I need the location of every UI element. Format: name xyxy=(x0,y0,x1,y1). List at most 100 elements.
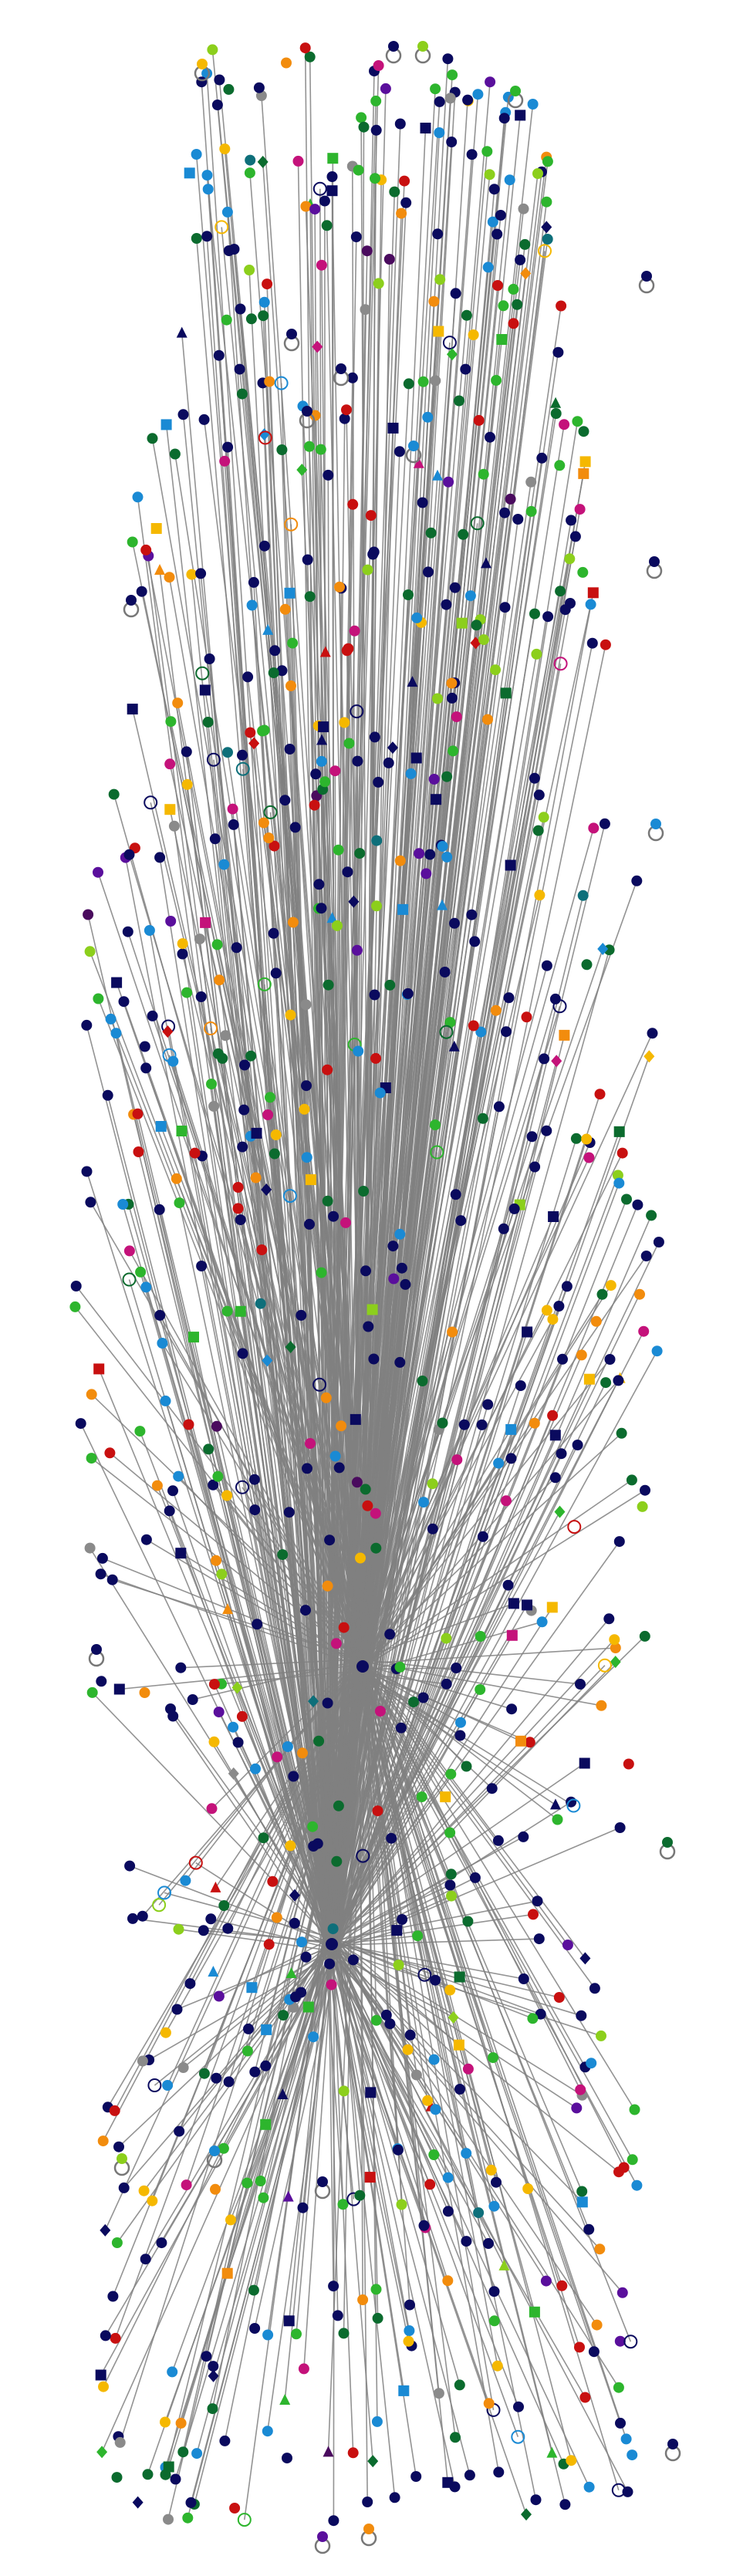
graph-node-circle[interactable] xyxy=(332,2310,343,2321)
graph-node-circle[interactable] xyxy=(641,271,652,282)
graph-node-circle[interactable] xyxy=(354,2189,366,2201)
graph-node-circle[interactable] xyxy=(222,441,234,453)
graph-node-circle[interactable] xyxy=(206,1079,217,1090)
graph-node-ring[interactable] xyxy=(566,1798,581,1813)
graph-node-circle[interactable] xyxy=(498,300,509,312)
graph-node-diamond[interactable] xyxy=(597,942,609,955)
graph-node-circle[interactable] xyxy=(532,168,543,179)
graph-node-circle[interactable] xyxy=(395,1722,407,1734)
graph-node-circle[interactable] xyxy=(526,1131,538,1143)
graph-node-circle[interactable] xyxy=(400,1278,411,1290)
graph-node-circle[interactable] xyxy=(448,745,459,757)
graph-node-ring[interactable] xyxy=(274,376,289,390)
graph-node-circle[interactable] xyxy=(238,1104,250,1116)
graph-node-circle[interactable] xyxy=(612,1170,623,1181)
graph-node-square[interactable] xyxy=(364,2172,376,2183)
graph-node-circle[interactable] xyxy=(249,2066,261,2078)
graph-node-circle[interactable] xyxy=(160,2416,171,2428)
graph-node-ring[interactable] xyxy=(623,2335,638,2349)
graph-node-circle[interactable] xyxy=(368,1353,380,1365)
graph-node-circle[interactable] xyxy=(214,974,225,986)
graph-node-diamond[interactable] xyxy=(100,2223,111,2237)
graph-node-circle[interactable] xyxy=(424,849,436,860)
graph-node-square[interactable] xyxy=(559,1029,570,1041)
graph-node-circle[interactable] xyxy=(362,2497,373,2507)
graph-node-circle[interactable] xyxy=(117,2153,127,2164)
graph-node-circle[interactable] xyxy=(307,1821,319,1832)
graph-node-circle[interactable] xyxy=(627,2449,638,2461)
graph-node-circle[interactable] xyxy=(244,265,255,275)
graph-node-diamond[interactable] xyxy=(285,1340,296,1353)
graph-node-circle[interactable] xyxy=(108,788,120,800)
graph-node-circle[interactable] xyxy=(276,444,288,455)
graph-node-circle[interactable] xyxy=(333,844,344,856)
graph-node-triangle[interactable] xyxy=(549,1798,561,1810)
graph-node-circle[interactable] xyxy=(109,2105,120,2116)
graph-node-circle[interactable] xyxy=(347,2447,359,2459)
graph-node-circle[interactable] xyxy=(556,1448,567,1460)
graph-node-circle[interactable] xyxy=(610,1642,621,1653)
graph-node-diamond[interactable] xyxy=(248,737,260,750)
graph-node-circle[interactable] xyxy=(316,755,327,767)
graph-node-square[interactable] xyxy=(246,1982,258,1994)
graph-node-circle[interactable] xyxy=(206,1803,218,1815)
graph-node-square[interactable] xyxy=(496,334,508,345)
graph-node-circle[interactable] xyxy=(417,497,428,508)
graph-node-circle[interactable] xyxy=(181,2179,192,2191)
graph-node-circle[interactable] xyxy=(579,2392,591,2403)
graph-node-circle[interactable] xyxy=(245,154,256,166)
graph-node-circle[interactable] xyxy=(341,404,352,416)
graph-node-ring[interactable] xyxy=(258,430,272,445)
graph-node-circle[interactable] xyxy=(454,2379,465,2391)
graph-node-circle[interactable] xyxy=(556,300,567,312)
graph-node-circle[interactable] xyxy=(651,1345,663,1357)
graph-node-circle[interactable] xyxy=(218,1900,230,1911)
graph-node-triangle[interactable] xyxy=(176,326,187,338)
graph-node-circle[interactable] xyxy=(441,771,453,782)
graph-node-circle[interactable] xyxy=(640,1484,650,1496)
graph-node-circle[interactable] xyxy=(305,1438,316,1449)
graph-node-circle[interactable] xyxy=(127,1913,138,1924)
graph-node-circle[interactable] xyxy=(482,262,494,273)
graph-node-circle[interactable] xyxy=(83,909,94,920)
graph-node-circle[interactable] xyxy=(231,942,242,954)
graph-node-circle[interactable] xyxy=(285,680,296,691)
graph-node-circle[interactable] xyxy=(277,1549,289,1561)
graph-node-ring[interactable] xyxy=(430,1145,444,1160)
graph-node-circle[interactable] xyxy=(417,1376,428,1386)
graph-node-circle[interactable] xyxy=(221,314,232,326)
graph-node-circle[interactable] xyxy=(177,2446,189,2458)
graph-node-circle[interactable] xyxy=(97,2135,109,2147)
graph-node-circle[interactable] xyxy=(488,2315,500,2327)
graph-node-circle[interactable] xyxy=(140,1062,152,1074)
graph-node-circle[interactable] xyxy=(213,1990,225,2002)
graph-node-circle[interactable] xyxy=(218,859,230,870)
graph-node-circle[interactable] xyxy=(355,1552,366,1564)
graph-node-circle[interactable] xyxy=(181,987,193,998)
graph-node-circle[interactable] xyxy=(144,925,155,936)
graph-node-circle[interactable] xyxy=(540,2275,552,2287)
graph-node-square[interactable] xyxy=(302,2001,314,2013)
graph-node-circle[interactable] xyxy=(423,566,434,578)
graph-node-circle[interactable] xyxy=(414,848,425,859)
graph-node-circle[interactable] xyxy=(258,310,269,322)
graph-node-circle[interactable] xyxy=(577,566,589,578)
graph-node-circle[interactable] xyxy=(555,586,566,597)
graph-node-circle[interactable] xyxy=(297,2202,309,2213)
graph-node-circle[interactable] xyxy=(282,1741,293,1752)
graph-node-circle[interactable] xyxy=(283,1507,295,1518)
graph-node-circle[interactable] xyxy=(133,1146,144,1157)
graph-node-square[interactable] xyxy=(221,2267,233,2279)
graph-node-circle[interactable] xyxy=(501,1026,512,1038)
graph-node-circle[interactable] xyxy=(581,959,593,971)
graph-node-circle[interactable] xyxy=(232,1737,244,1748)
graph-node-circle[interactable] xyxy=(493,2466,505,2478)
graph-node-square[interactable] xyxy=(283,2315,295,2327)
graph-node-circle[interactable] xyxy=(303,441,315,452)
graph-node-circle[interactable] xyxy=(394,1228,406,1240)
graph-node-circle[interactable] xyxy=(667,2439,678,2449)
graph-node-circle[interactable] xyxy=(239,1059,250,1071)
graph-node-circle[interactable] xyxy=(373,60,384,71)
graph-node-circle[interactable] xyxy=(449,917,460,929)
graph-node-circle[interactable] xyxy=(518,203,529,214)
